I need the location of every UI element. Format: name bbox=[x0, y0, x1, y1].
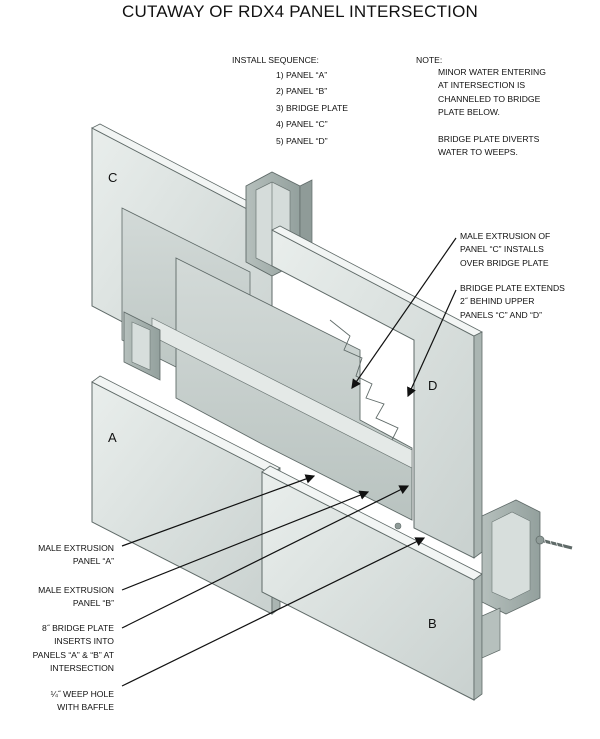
arrow-male-c bbox=[351, 237, 457, 389]
callout-bridge-plate-inserts: 8˝ BRIDGE PLATE INSERTS INTO PANELS “A” … bbox=[32, 623, 114, 674]
callout-male-extrusion-b: MALE EXTRUSION PANEL “B” bbox=[38, 585, 114, 609]
right-extrusion bbox=[481, 499, 541, 659]
panel-c-label: C bbox=[108, 170, 118, 185]
fastener-screw bbox=[535, 535, 573, 551]
install-step: 1) PANEL “A” bbox=[276, 70, 328, 80]
install-step: 3) BRIDGE PLATE bbox=[276, 102, 348, 113]
note-body: MINOR WATER ENTERING AT INTERSECTION IS … bbox=[438, 66, 546, 172]
panel-b-label: B bbox=[428, 616, 437, 631]
arrow-male-a bbox=[121, 474, 316, 547]
install-step: 4) PANEL “C” bbox=[276, 119, 328, 130]
install-sequence-list: 1) PANEL “A” 2) PANEL “B” 3) BRIDGE PLAT… bbox=[276, 67, 348, 149]
install-sequence-heading: INSTALL SEQUENCE: bbox=[232, 55, 319, 65]
callout-bridge-plate-extends: BRIDGE PLATE EXTENDS 2˝ BEHIND UPPER PAN… bbox=[460, 283, 565, 320]
note-heading: NOTE: bbox=[416, 55, 443, 65]
bridge-plate bbox=[151, 257, 413, 530]
panel-a-label: A bbox=[108, 430, 117, 445]
panel-d-label: D bbox=[428, 378, 438, 393]
arrow-bridge-inserts bbox=[121, 485, 410, 629]
leader-arrows bbox=[121, 237, 457, 687]
arrow-male-b bbox=[121, 490, 370, 591]
note-paragraph: BRIDGE PLATE DIVERTS WATER TO WEEPS. bbox=[438, 133, 540, 158]
install-step: 5) PANEL “D” bbox=[276, 135, 328, 146]
note-paragraph: MINOR WATER ENTERING AT INTERSECTION IS … bbox=[438, 67, 546, 118]
arrow-bridge-extends bbox=[407, 289, 457, 398]
arrow-weep-hole bbox=[121, 537, 426, 687]
panel-d bbox=[271, 225, 483, 559]
callout-male-extrusion-c: MALE EXTRUSION OF PANEL “C” INSTALLS OVE… bbox=[460, 231, 551, 268]
install-step: 2) PANEL “B” bbox=[276, 86, 328, 97]
diagram-title: CUTAWAY OF RDX4 PANEL INTERSECTION bbox=[122, 2, 478, 21]
left-extrusion bbox=[123, 311, 161, 381]
callout-male-extrusion-a: MALE EXTRUSION PANEL “A” bbox=[38, 543, 114, 567]
callout-weep-hole: ¼˝ WEEP HOLE WITH BAFFLE bbox=[50, 689, 114, 713]
panel-b bbox=[261, 465, 483, 701]
